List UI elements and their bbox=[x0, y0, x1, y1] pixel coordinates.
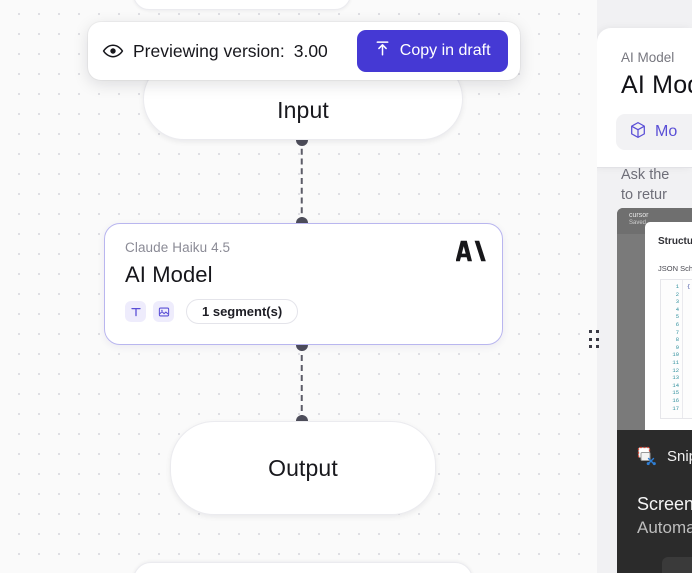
eye-icon bbox=[102, 40, 124, 62]
panel-description-line2: to retur bbox=[621, 187, 667, 203]
thumbnail-code-line bbox=[687, 344, 692, 352]
panel-resize-handle[interactable] bbox=[589, 330, 601, 350]
snip-title: Snip bbox=[667, 447, 692, 465]
thumbnail-snip-notification[interactable]: Snip Screens Automa bbox=[617, 430, 692, 573]
thumbnail-window-title: cursor bbox=[629, 212, 649, 219]
cube-icon bbox=[629, 121, 647, 144]
thumbnail-code-line bbox=[687, 382, 692, 390]
node-clipped-top[interactable] bbox=[133, 0, 351, 10]
thumbnail-code-line bbox=[687, 397, 692, 405]
thumbnail-line-number: 4 bbox=[675, 305, 679, 313]
segments-badge[interactable]: 1 segment(s) bbox=[186, 299, 299, 324]
snip-line2: Automa bbox=[637, 518, 692, 537]
thumbnail-line-number: 8 bbox=[675, 336, 679, 344]
node-model-subtitle: Claude Haiku 4.5 bbox=[125, 240, 231, 255]
thumbnail-line-number: 12 bbox=[672, 366, 679, 374]
thumbnail-line-number: 16 bbox=[672, 396, 679, 404]
page-title: AI Mod bbox=[621, 71, 692, 99]
thumbnail-dialog-title: Structure bbox=[658, 236, 692, 247]
thumbnail-code-body: { bbox=[683, 280, 692, 418]
thumbnail-code-line bbox=[687, 367, 692, 375]
node-output[interactable]: Output bbox=[170, 421, 436, 515]
node-clipped-bottom[interactable] bbox=[133, 562, 473, 573]
thumbnail-line-number: 5 bbox=[675, 313, 679, 321]
node-ai-model[interactable]: Claude Haiku 4.5 AI Model 1 segment(s) bbox=[104, 223, 503, 345]
panel-divider bbox=[597, 167, 692, 168]
preview-version: 3.00 bbox=[293, 40, 328, 61]
thumbnail-code-line bbox=[687, 389, 692, 397]
thumbnail-code-line bbox=[687, 351, 692, 359]
thumbnail-field-label: JSON Sche bbox=[658, 264, 692, 273]
thumbnail-line-number: 14 bbox=[672, 381, 679, 389]
snip-action-box[interactable] bbox=[662, 557, 692, 573]
thumbnail-line-number: 15 bbox=[672, 389, 679, 397]
model-select-button[interactable]: Mo bbox=[616, 114, 692, 150]
thumbnail-code-line bbox=[687, 313, 692, 321]
thumbnail-code-line bbox=[687, 291, 692, 299]
node-output-label: Output bbox=[268, 454, 338, 481]
connector-input-to-model bbox=[300, 139, 303, 223]
preview-banner: Previewing version: 3.00 Copy in draft bbox=[88, 22, 520, 80]
text-icon[interactable] bbox=[125, 301, 146, 322]
thumbnail-code-line bbox=[687, 359, 692, 367]
thumbnail-line-number: 6 bbox=[675, 320, 679, 328]
thumbnail-code-line bbox=[687, 306, 692, 314]
thumbnail-window-subtitle: Saved bbox=[629, 220, 647, 226]
thumbnail-dialog-screenshot[interactable]: cursor Saved Structure JSON Sche 1234567… bbox=[617, 208, 692, 430]
preview-label: Previewing version: bbox=[133, 40, 285, 61]
details-panel: AI Model AI Mod Mo bbox=[597, 28, 692, 168]
image-icon[interactable] bbox=[153, 301, 174, 322]
thumbnail-dialog-sheet: Structure JSON Sche 12345678910111213141… bbox=[645, 222, 692, 430]
thumbnail-line-number: 9 bbox=[675, 343, 679, 351]
thumbnail-code-line bbox=[687, 336, 692, 344]
thumbnail-code-line bbox=[687, 405, 692, 413]
thumbnail-code-line bbox=[687, 329, 692, 337]
snip-header: Snip bbox=[637, 446, 692, 466]
thumbnail-line-number: 2 bbox=[675, 290, 679, 298]
thumbnail-code-line: { bbox=[687, 283, 691, 290]
workflow-canvas[interactable]: Input Claude Haiku 4.5 AI Model bbox=[0, 0, 597, 573]
breadcrumb: AI Model bbox=[621, 50, 675, 65]
snip-line1: Screens bbox=[637, 494, 692, 514]
thumbnail-code-line bbox=[687, 298, 692, 306]
thumbnail-line-number: 3 bbox=[675, 298, 679, 306]
right-panel-strip: AI Model AI Mod Mo Ask the to retur curs… bbox=[597, 0, 692, 573]
connector-model-to-output bbox=[300, 345, 303, 421]
panel-description-line1: Ask the bbox=[621, 167, 670, 183]
thumbnail-line-number: 1 bbox=[675, 283, 679, 290]
node-model-badges: 1 segment(s) bbox=[125, 299, 482, 324]
thumbnail-line-number: 11 bbox=[672, 358, 679, 366]
node-input-label: Input bbox=[277, 96, 329, 123]
copy-in-draft-button[interactable]: Copy in draft bbox=[356, 30, 508, 72]
anthropic-logo bbox=[455, 240, 486, 269]
thumbnail-code-line bbox=[687, 374, 692, 382]
upload-icon bbox=[374, 40, 391, 62]
thumbnail-line-number: 10 bbox=[672, 351, 679, 359]
thumbnail-code-line bbox=[687, 321, 692, 329]
panel-description: Ask the to retur bbox=[621, 165, 669, 205]
thumbnail-line-number: 7 bbox=[675, 328, 679, 336]
node-model-title: AI Model bbox=[125, 262, 213, 287]
copy-in-draft-label: Copy in draft bbox=[399, 42, 491, 59]
thumbnail-line-number: 17 bbox=[672, 404, 679, 412]
snipping-tool-icon bbox=[637, 446, 657, 466]
model-select-label: Mo bbox=[655, 123, 678, 140]
thumbnail-line-number: 13 bbox=[672, 374, 679, 382]
